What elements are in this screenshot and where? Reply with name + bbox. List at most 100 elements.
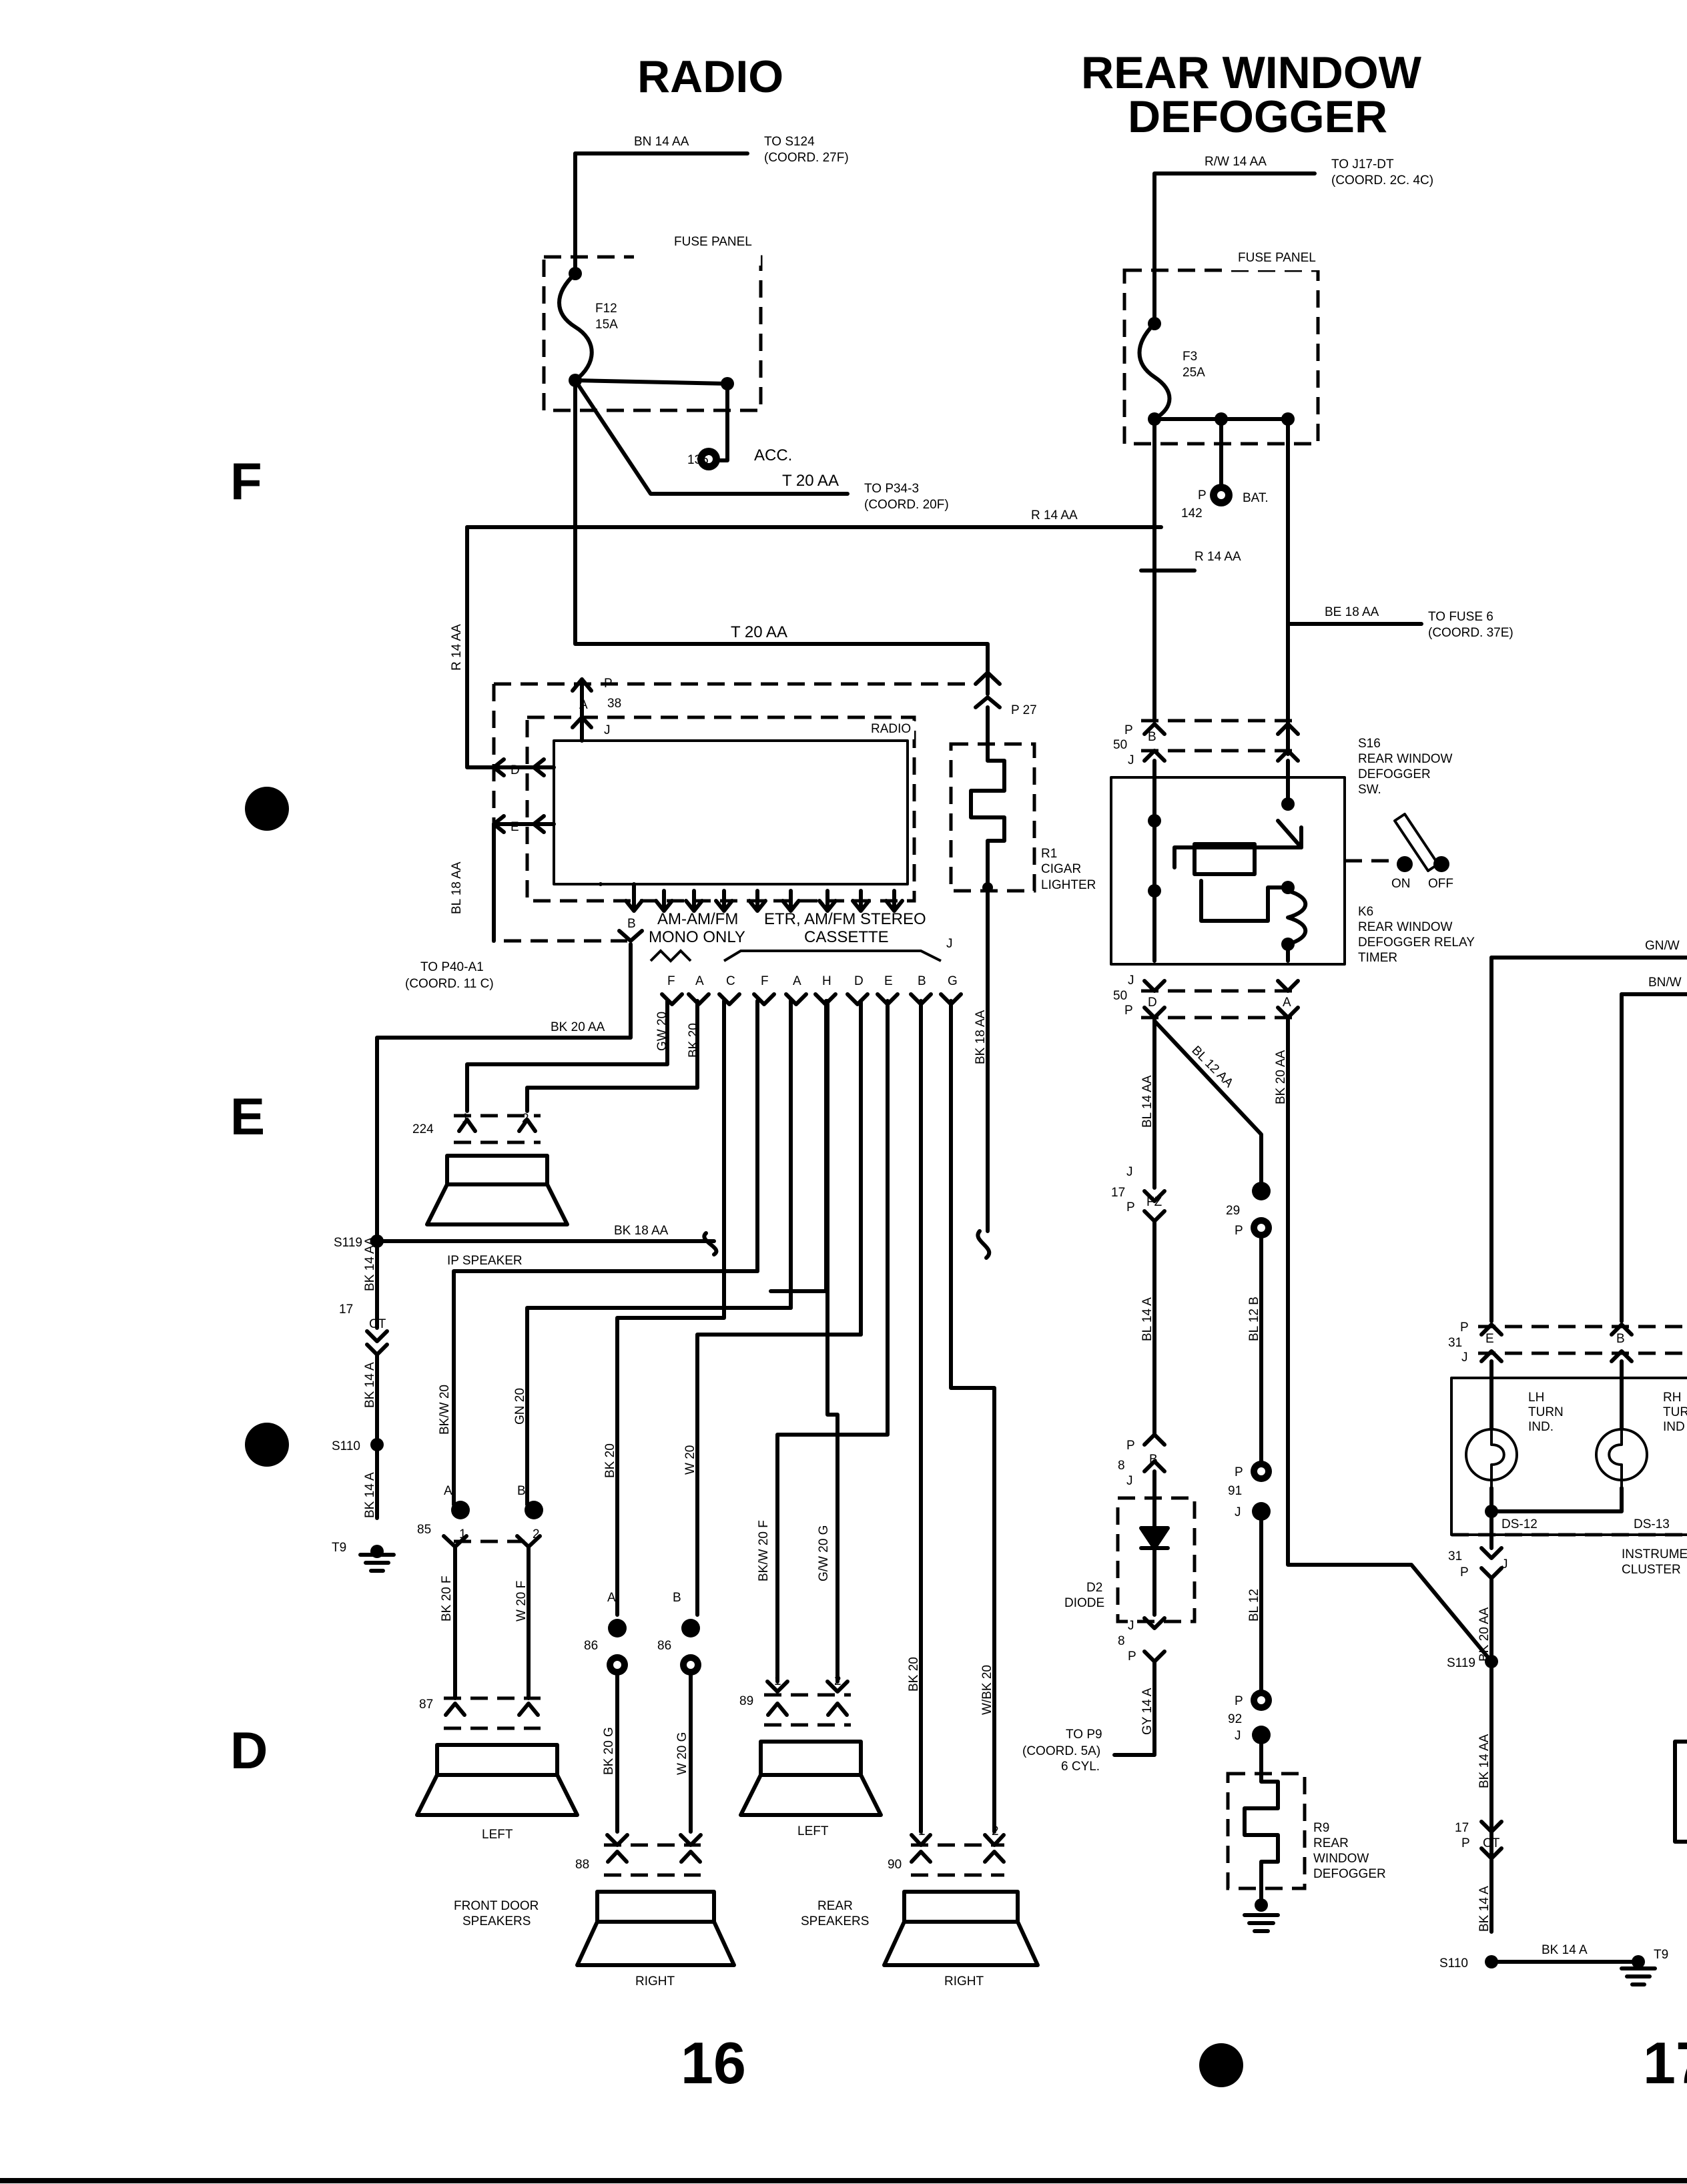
ip-speaker-label: IP SPEAKER: [447, 1254, 523, 1268]
wire-label-vertical: BK 14 AA: [363, 1236, 377, 1291]
wire-label: BN 14 AA: [634, 135, 689, 149]
wire-coordinate: (COORD. 11 C): [405, 977, 494, 991]
switch-id: S16: [1358, 737, 1381, 751]
pin-a: A: [607, 1591, 616, 1605]
radio-title: RADIO: [637, 51, 783, 102]
connector-8: 8: [1118, 1634, 1125, 1648]
connector-88: 88: [575, 1858, 589, 1872]
rh-label-2: TUR: [1663, 1405, 1687, 1419]
pin-a: A: [1283, 996, 1291, 1010]
connector-31: 31: [1448, 1549, 1462, 1563]
front-door-label-2: SPEAKERS: [462, 1914, 531, 1928]
rear-label-2: SPEAKERS: [801, 1914, 869, 1928]
wire-label-vertical: BL 14 A: [1140, 1297, 1154, 1341]
defogger-fuse-section: R/W 14 AA TO J17-DT (COORD. 2C. 4C) FUSE…: [1122, 155, 1433, 756]
right-speaker-label: RIGHT: [635, 1974, 675, 1988]
bat-label: BAT.: [1243, 491, 1269, 505]
connector-50: 50: [1113, 989, 1127, 1003]
connector-p: P: [1460, 1565, 1469, 1579]
connector-89: 89: [739, 1694, 753, 1708]
defogger-lower: BL 12 AA BL 14 AA BK 20 AA J 17 P FZ BL …: [1022, 1016, 1493, 1933]
acc-terminal-number: 135: [687, 453, 709, 467]
wire-destination: TO P40-A1: [420, 960, 484, 974]
pin-label: A: [793, 974, 801, 988]
pin-b: B: [673, 1591, 681, 1605]
wire-label-vertical: W 20 G: [675, 1732, 689, 1775]
cigar-lighter: P 27 R1 CIGAR LIGHTER BK 18 AA: [949, 669, 1096, 1260]
defogger-grid-label-3: DEFOGGER: [1313, 1867, 1386, 1881]
bat-terminal-number: 142: [1181, 506, 1203, 520]
diode-id: D2: [1086, 1581, 1102, 1595]
fuse-panel-label: FUSE PANEL: [1238, 251, 1316, 265]
defogger-title-line2: DEFOGGER: [1128, 91, 1387, 142]
rh-label-3: IND: [1663, 1420, 1685, 1434]
binder-hole: [245, 1423, 289, 1467]
connector-p: P: [1128, 1650, 1136, 1664]
connector-j: J: [1128, 1619, 1134, 1633]
wire-label-vertical: BK 20 G: [602, 1727, 616, 1775]
radio-label: RADIO: [871, 722, 911, 736]
connector-p: P: [1460, 1321, 1469, 1335]
wire-label-vertical: BK 14 A: [363, 1362, 377, 1408]
wire-label-vertical: G/W 20 G: [817, 1525, 831, 1581]
connector-j: J: [1235, 1505, 1241, 1519]
lighter-label-1: CIGAR: [1041, 862, 1081, 876]
ip-connector: 224: [412, 1122, 434, 1136]
pin-2: 2: [533, 1527, 540, 1541]
connector-90: 90: [888, 1858, 902, 1872]
pin-1: 1: [462, 1112, 469, 1126]
connector-91: 91: [1228, 1484, 1242, 1498]
front-door-label-1: FRONT DOOR: [454, 1899, 539, 1913]
lighter-label-2: LIGHTER: [1041, 878, 1096, 892]
cluster-label-1: INSTRUME: [1622, 1547, 1687, 1561]
defogger-grid-id: R9: [1313, 1821, 1329, 1835]
ds12-label: DS-12: [1501, 1517, 1538, 1531]
pin-label: A: [695, 974, 704, 988]
wire-label-vertical: BK 18 AA: [974, 1010, 988, 1064]
connector-87: 87: [419, 1698, 433, 1712]
pin-a: A: [444, 1484, 452, 1498]
connector-8: 8: [1118, 1459, 1125, 1473]
connector-p: P: [1124, 723, 1133, 737]
pin-label: D: [854, 974, 864, 988]
pin-2: 2: [992, 1824, 999, 1838]
right-rear-speaker-label: RIGHT: [944, 1974, 984, 1988]
page-number-17: 17: [1643, 2030, 1687, 2096]
relay-id: K6: [1358, 905, 1373, 919]
wire-label: R 14 AA: [1031, 508, 1078, 522]
wire-coordinate: (COORD. 27F): [764, 151, 849, 165]
pin-2: 2: [522, 1112, 529, 1126]
connector-p: P: [1198, 488, 1207, 502]
wire-label: GN/W: [1645, 939, 1680, 953]
pin-1: 1: [774, 1674, 781, 1688]
connector-29: 29: [1226, 1204, 1240, 1218]
connector-p: P: [1235, 1694, 1243, 1708]
pin-1: 1: [918, 1824, 926, 1838]
rear-speakers: BK/W 20 F G/W 20 G 89 1 2 LEFT REAR SPEA…: [739, 999, 1040, 1988]
section-letter-e: E: [230, 1087, 265, 1146]
lh-label-2: TURN: [1528, 1405, 1564, 1419]
diode-label: DIODE: [1064, 1596, 1104, 1610]
wire-label: BN/W: [1648, 976, 1682, 990]
stereo-label-1: ETR, AM/FM STEREO: [764, 910, 926, 928]
connector-17: 17: [339, 1303, 353, 1317]
wire-label-vertical: BK 20 AA: [1477, 1607, 1491, 1662]
connector-85: 85: [417, 1523, 431, 1537]
section-letter-f: F: [230, 452, 262, 510]
wire-label: T 20 AA: [782, 472, 839, 490]
output-pins: F A C F A H D E B G: [660, 974, 963, 1006]
fuse-rating: 15A: [595, 318, 618, 332]
connector-92: 92: [1228, 1712, 1242, 1726]
pin-label: H: [822, 974, 831, 988]
wire-label-vertical: BK 20 F: [440, 1575, 454, 1621]
lh-label-3: IND.: [1528, 1420, 1554, 1434]
switch-on-label: ON: [1391, 877, 1411, 891]
binder-hole: [245, 787, 289, 831]
pin-b: B: [1149, 1453, 1158, 1467]
wire-label-vertical: BL 12: [1247, 1589, 1261, 1621]
pin-b: B: [1616, 1332, 1625, 1346]
rear-label-1: REAR: [817, 1899, 853, 1913]
wire-destination: TO FUSE 6: [1428, 610, 1493, 624]
binder-hole: [1199, 2043, 1243, 2087]
